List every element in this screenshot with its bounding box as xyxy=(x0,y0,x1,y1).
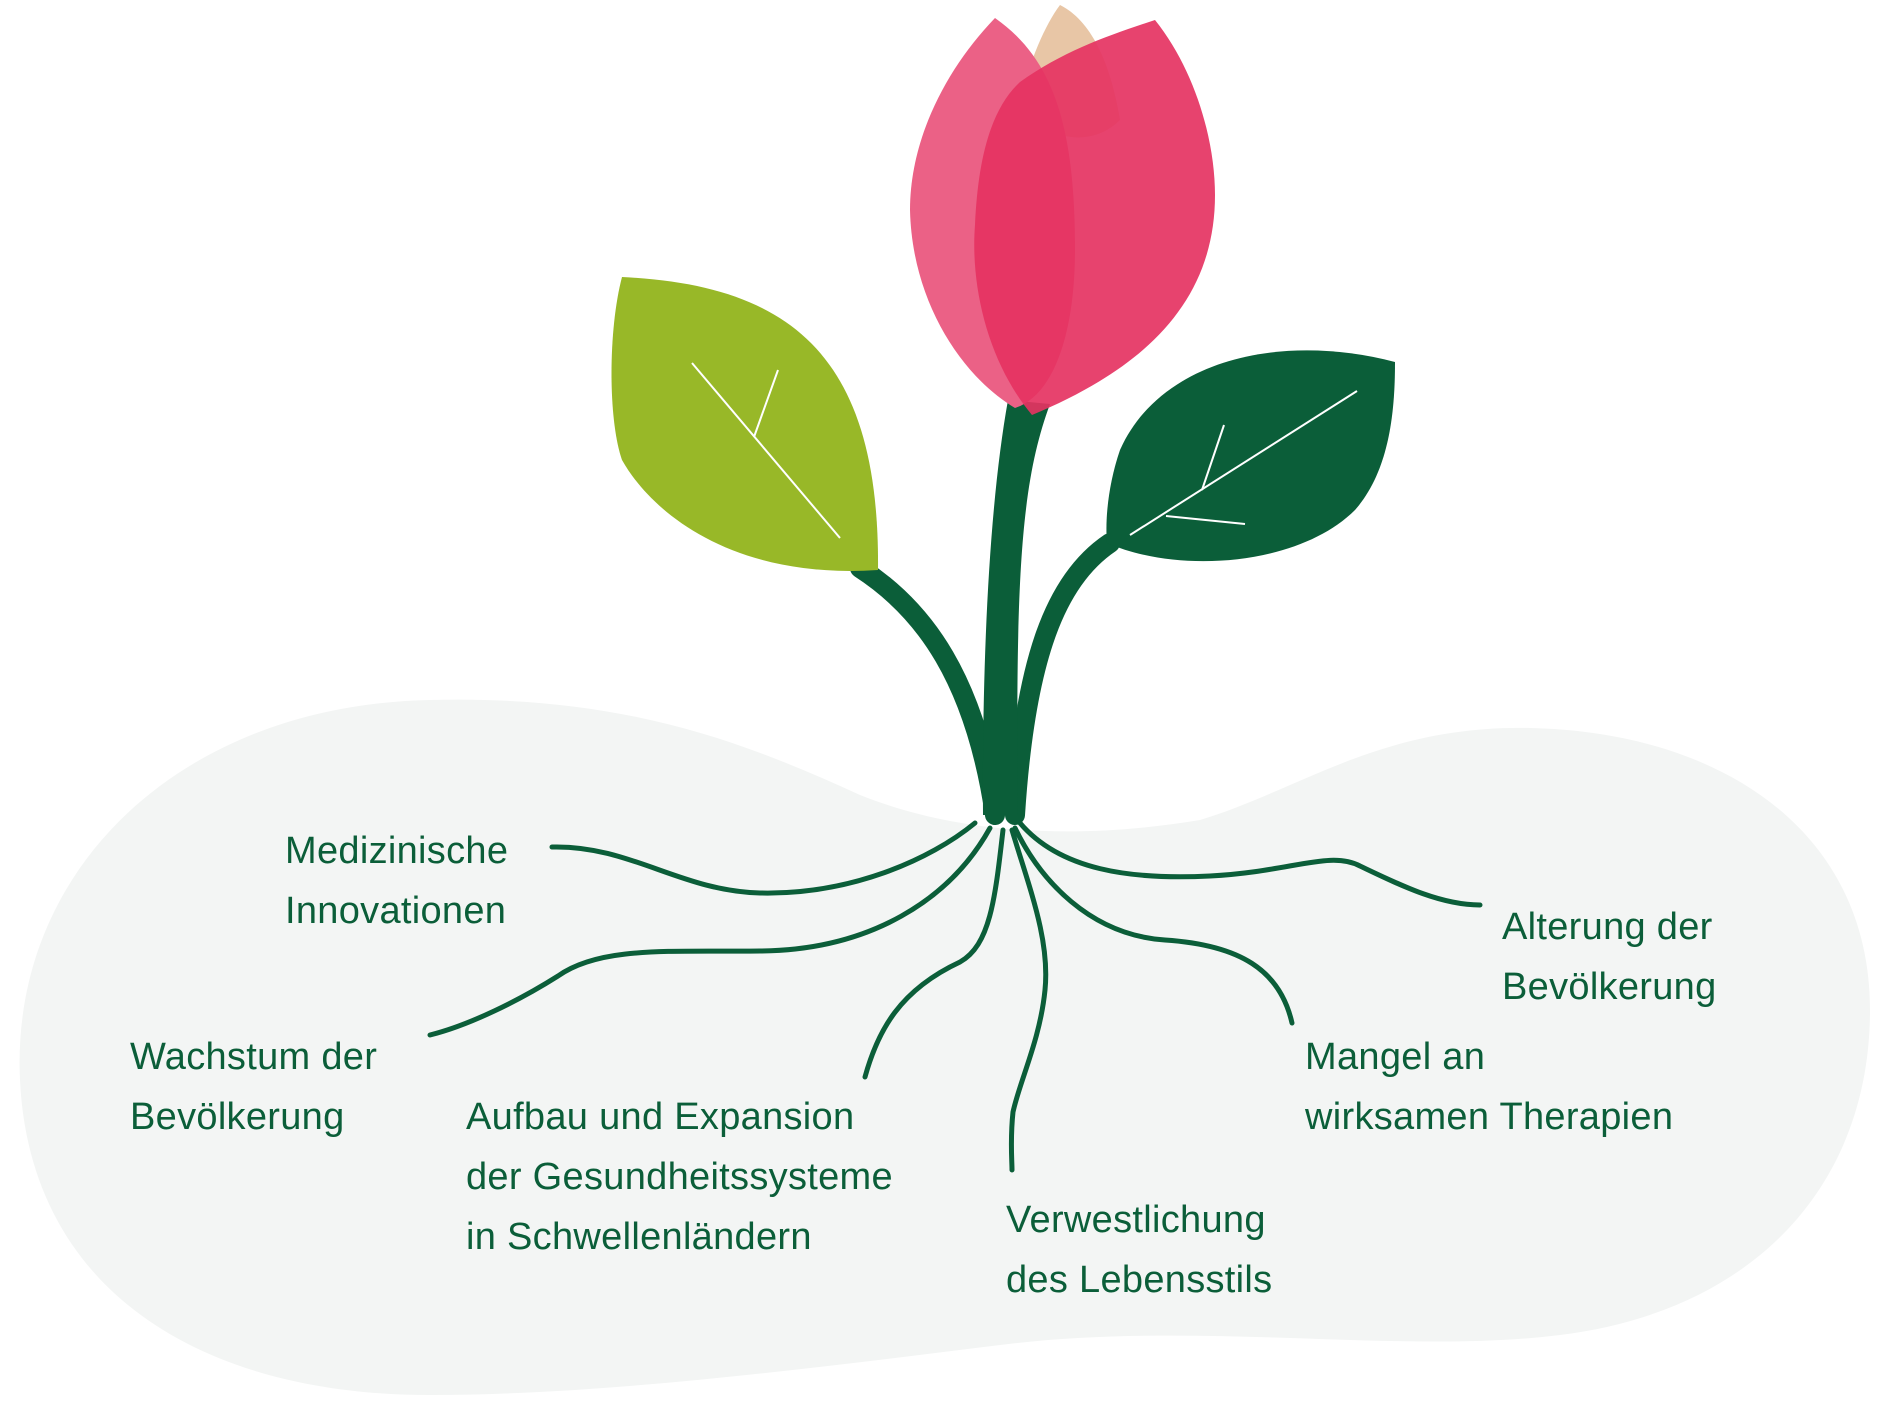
dark-green-leaf-icon xyxy=(1106,350,1395,562)
label-line: in Schwellenländern xyxy=(466,1216,812,1258)
label-line: Mangel an xyxy=(1305,1036,1486,1078)
label-line: Wachstum der xyxy=(130,1036,378,1078)
tulip-flower-icon xyxy=(910,5,1215,415)
label-population-growth: Wachstum der Bevölkerung xyxy=(130,1027,377,1147)
label-population-ageing: Alterung der Bevölkerung xyxy=(1502,897,1717,1017)
root-medical-innovation xyxy=(549,820,978,896)
root-population-growth xyxy=(427,825,993,1038)
label-line: der Gesundheitssysteme xyxy=(466,1156,893,1198)
left-leaf-stem xyxy=(850,558,1005,825)
root-westernization xyxy=(1008,827,1049,1173)
label-medical-innovation: Medizinische Innovationen xyxy=(285,821,508,941)
roots xyxy=(427,820,1483,1173)
label-lack-of-therapies: Mangel an wirksamen Therapien xyxy=(1305,1027,1673,1147)
label-line: Aufbau und Expansion xyxy=(466,1096,855,1138)
label-line: Verwestlichung xyxy=(1006,1199,1266,1241)
label-line: wirksamen Therapien xyxy=(1305,1096,1674,1138)
label-line: Bevölkerung xyxy=(1502,966,1717,1008)
label-line: Bevölkerung xyxy=(130,1096,345,1138)
light-green-leaf-icon xyxy=(611,277,879,571)
label-line: Alterung der xyxy=(1502,906,1713,948)
label-line: Innovationen xyxy=(285,890,507,932)
root-lack-of-therapies xyxy=(1012,825,1295,1026)
main-stem xyxy=(982,400,1050,815)
label-line: Medizinische xyxy=(285,830,509,872)
label-health-systems: Aufbau und Expansion der Gesundheitssyst… xyxy=(466,1087,893,1267)
right-leaf-stem xyxy=(1005,533,1120,825)
root-population-ageing xyxy=(1017,820,1483,908)
soil-background xyxy=(19,699,1870,1395)
label-line: des Lebensstils xyxy=(1006,1259,1273,1301)
label-westernization: Verwestlichung des Lebensstils xyxy=(1006,1190,1272,1310)
root-health-systems xyxy=(862,827,1006,1080)
